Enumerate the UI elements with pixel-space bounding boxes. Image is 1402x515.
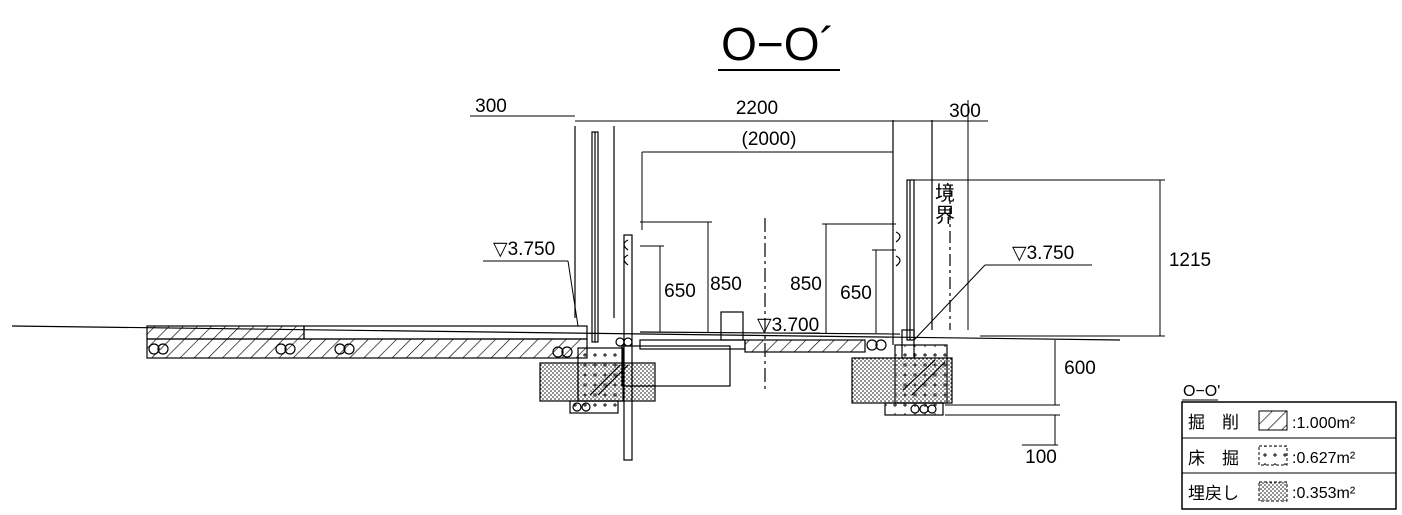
legend-label-bed-excavation: 床 掘: [1188, 449, 1239, 469]
legend: O−O' 掘 削 :1.000m² 床 掘 :0.627m² 埋戻し :0.35…: [1181, 383, 1397, 510]
hatch-swatch-icon: [1258, 410, 1288, 431]
section-linework: [11, 120, 1121, 461]
dim-300-right: 300: [949, 101, 981, 122]
dim-650-right: 650: [840, 283, 872, 304]
gravel-left: [148, 343, 573, 358]
dim-2200: 2200: [736, 98, 778, 119]
dim-850-right: 850: [790, 274, 822, 295]
boundary-label-2: 界: [935, 203, 955, 227]
legend-value-excavation: :1.000m²: [1292, 415, 1356, 432]
dim-100: 100: [1025, 447, 1057, 468]
dim-300-left: 300: [475, 96, 507, 117]
legend-heading: O−O': [1183, 383, 1220, 400]
dim-1215: 1215: [1169, 250, 1211, 271]
dim-600: 600: [1064, 358, 1096, 379]
legend-label-backfill: 埋戻し: [1188, 484, 1239, 504]
right-footing: [894, 344, 948, 404]
level-left: ▽3.750: [493, 239, 555, 260]
legend-row-backfill: 埋戻し :0.353m²: [1188, 481, 1356, 504]
dim-850-left: 850: [710, 274, 742, 295]
dim-2000: (2000): [742, 129, 797, 150]
legend-label-excavation: 掘 削: [1188, 413, 1239, 433]
cross-swatch-icon: [1258, 445, 1288, 466]
level-center: ▽3.700: [757, 315, 819, 336]
legend-row-bed-excavation: 床 掘 :0.627m²: [1188, 445, 1356, 469]
level-right: ▽3.750: [1012, 243, 1074, 264]
boundary-label-1: 境: [935, 181, 955, 205]
drawing-title: O−O´: [721, 18, 835, 70]
legend-value-bed-excavation: :0.627m²: [1292, 450, 1356, 467]
dots-swatch-icon: [1258, 481, 1288, 502]
dimension-lines: [470, 100, 1165, 446]
dim-650-left: 650: [664, 281, 696, 302]
legend-row-excavation: 掘 削 :1.000m²: [1188, 410, 1356, 433]
legend-value-backfill: :0.353m²: [1292, 485, 1356, 502]
